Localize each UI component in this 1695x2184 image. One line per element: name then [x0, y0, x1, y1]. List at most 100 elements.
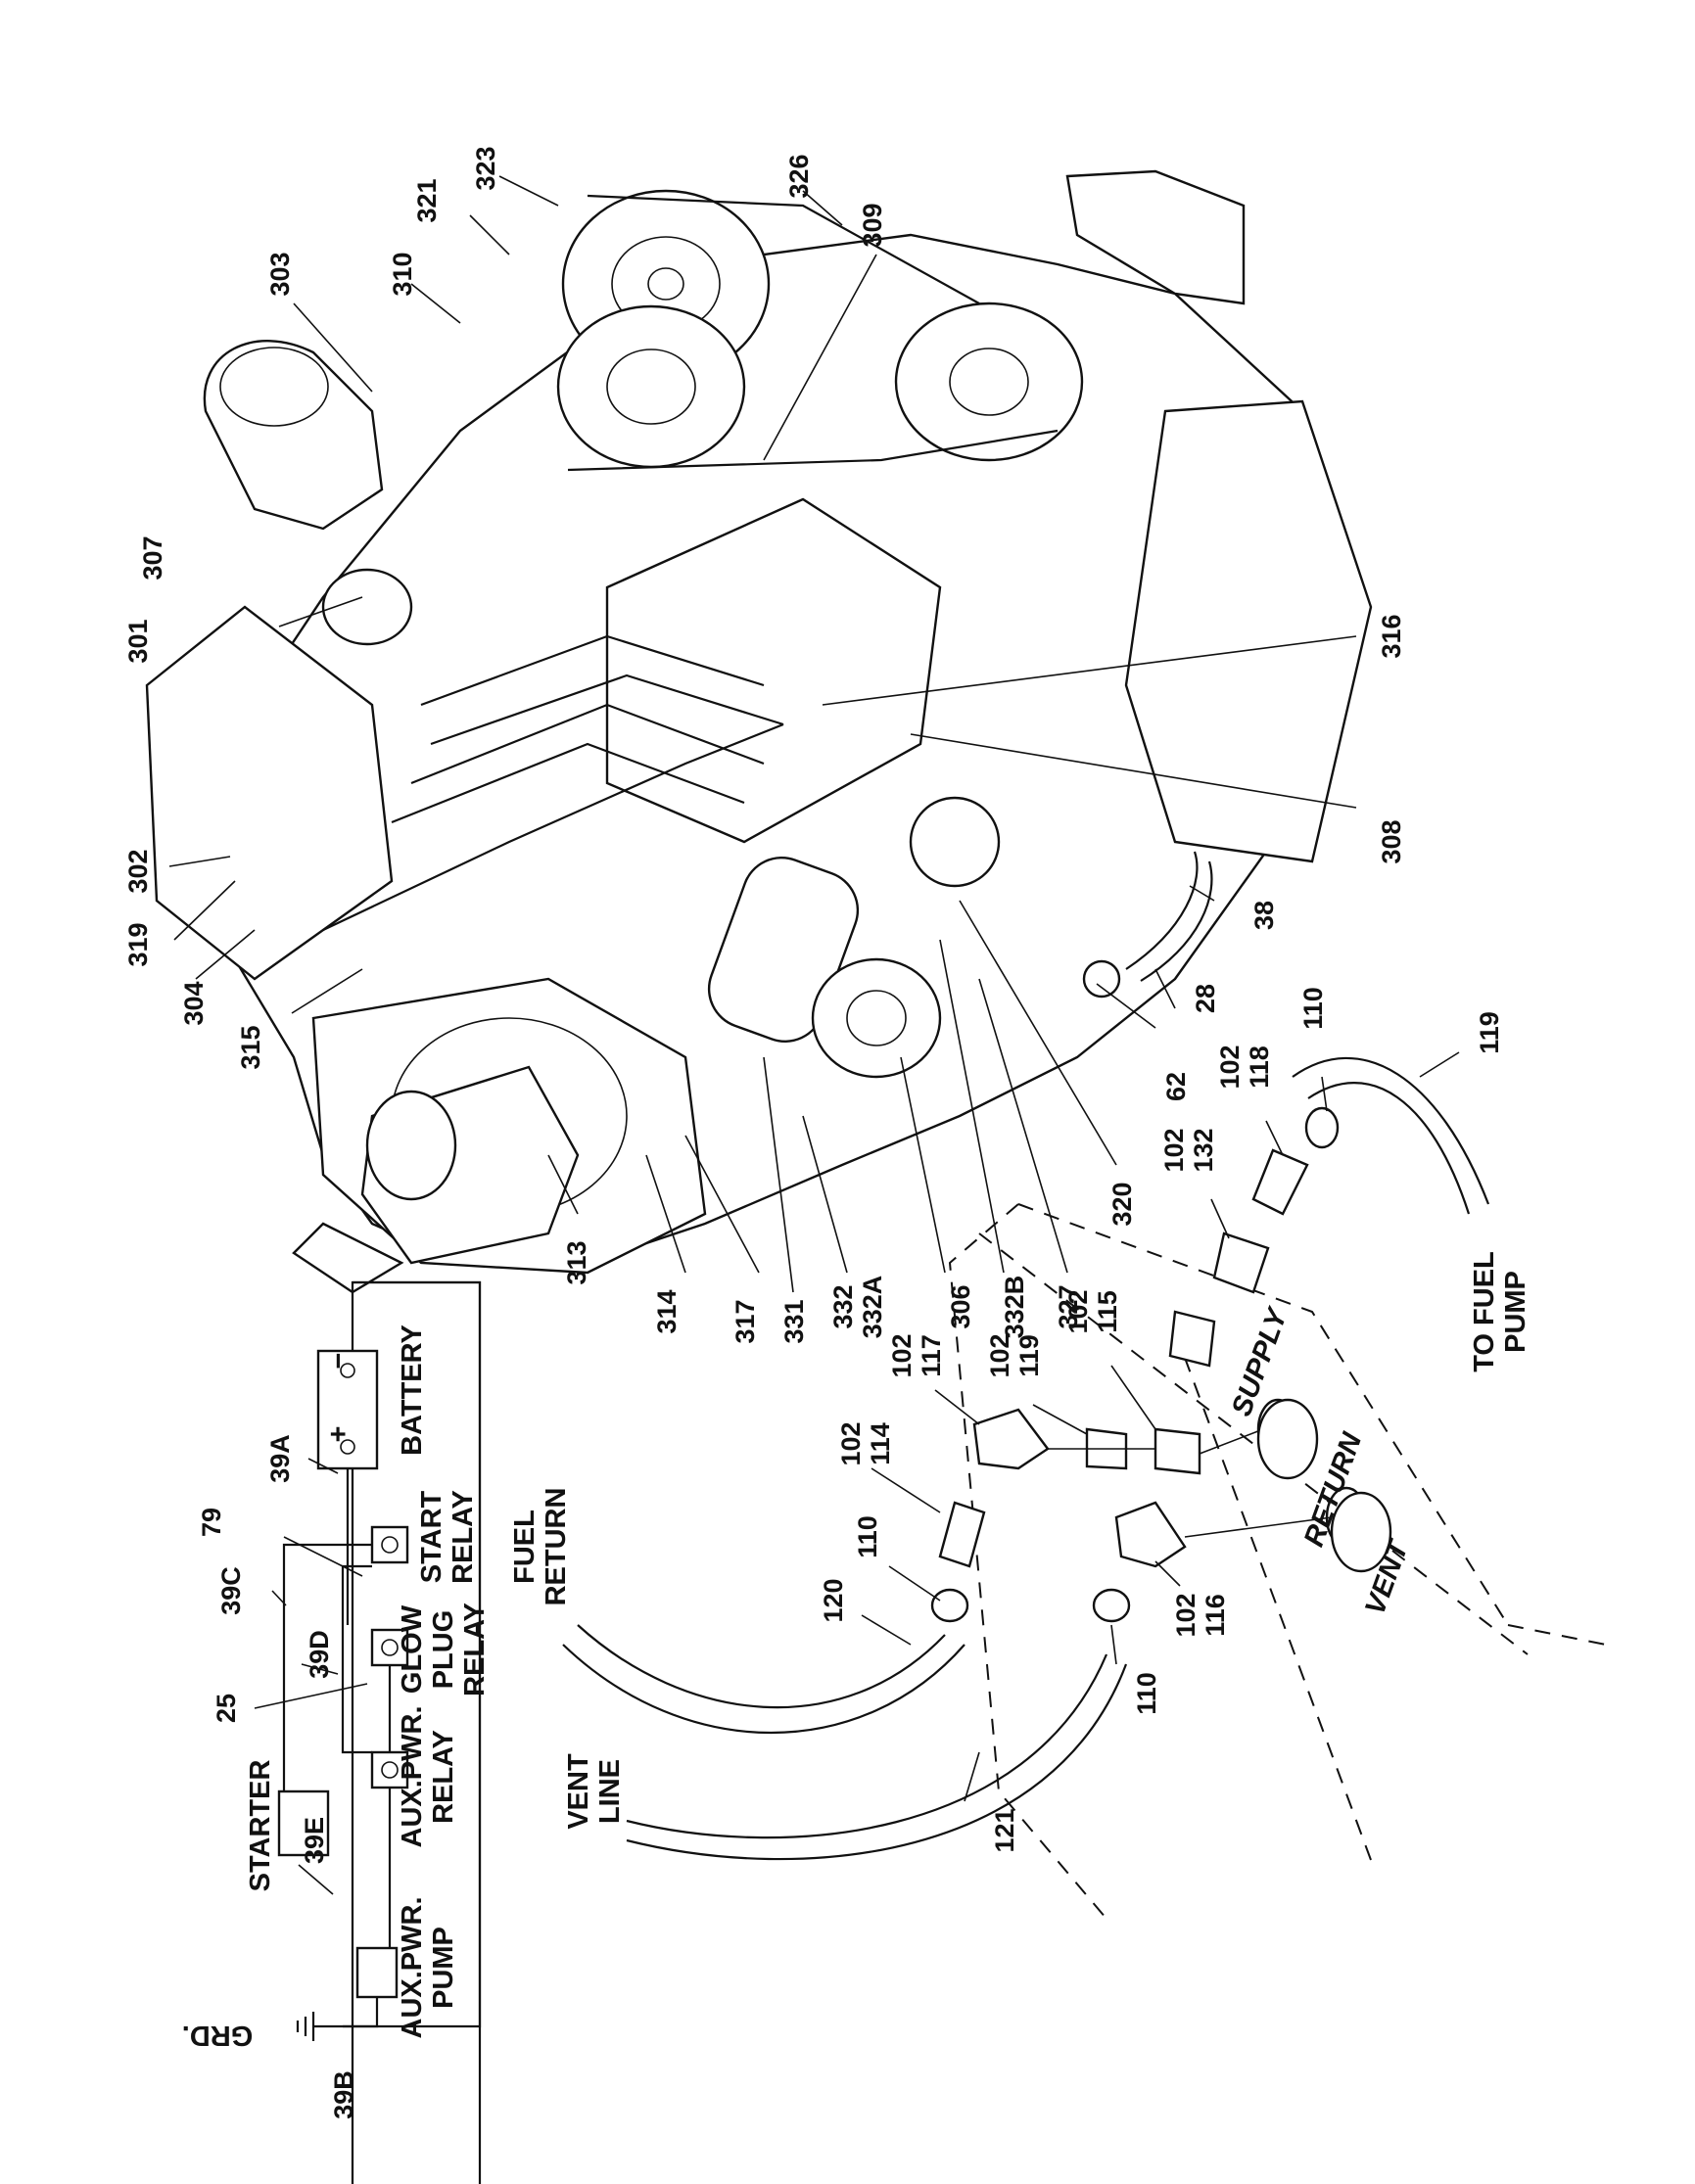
- callout-303: 303: [265, 252, 295, 296]
- callout-309: 309: [858, 203, 887, 247]
- callout-304: 304: [179, 981, 209, 1025]
- hose-clamp-vent: [1092, 1588, 1131, 1623]
- label-vent-line-line2: LINE: [594, 1759, 626, 1824]
- callout-302: 302: [123, 849, 153, 893]
- callout-102-f: 102: [836, 1421, 866, 1465]
- mounting-bracket-side: [1124, 399, 1373, 863]
- label-glow-plug-relay-line2: PLUG: [428, 1610, 459, 1690]
- callout-102-a: 102: [1215, 1045, 1245, 1089]
- hose-clamp-supply: [1304, 1106, 1340, 1149]
- callout-110-supply: 110: [1298, 987, 1328, 1030]
- callout-310: 310: [388, 252, 417, 296]
- label-aux-pwr-relay-line1: AUX.PWR.: [397, 1706, 428, 1848]
- callout-115: 115: [1093, 1290, 1122, 1333]
- wire-39B: [313, 1997, 379, 2028]
- label-grd: GRD.: [182, 2020, 254, 2051]
- oil-filler-cap: [321, 568, 413, 646]
- label-glow-plug-relay-line3: RELAY: [459, 1603, 491, 1696]
- callout-39D: 39D: [305, 1630, 334, 1679]
- callout-39A: 39A: [265, 1434, 295, 1483]
- injection-pump: [605, 497, 942, 844]
- label-battery: BATTERY: [397, 1324, 428, 1456]
- label-starter: STARTER: [245, 1760, 276, 1892]
- callout-119-hose: 119: [1475, 1011, 1504, 1054]
- supply-adapter: [1212, 1231, 1270, 1294]
- callout-308: 308: [1377, 819, 1406, 863]
- label-aux-pwr-pump-line2: PUMP: [428, 1927, 459, 2009]
- callout-39E: 39E: [300, 1817, 329, 1864]
- start-relay: [370, 1525, 409, 1564]
- callout-25: 25: [212, 1694, 241, 1723]
- vent-hose: [626, 1653, 1108, 1839]
- callout-321: 321: [412, 178, 442, 222]
- supply-nipple: [1251, 1148, 1309, 1216]
- callout-102-b: 102: [1159, 1128, 1189, 1172]
- callout-114: 114: [866, 1422, 895, 1465]
- fan-pulley: [556, 304, 746, 469]
- callout-102-e: 102: [887, 1333, 917, 1377]
- callout-307: 307: [138, 535, 167, 580]
- label-to-fuel-pump-line2: PUMP: [1500, 1271, 1531, 1353]
- callout-102-d: 102: [985, 1333, 1014, 1377]
- callout-62: 62: [1161, 1072, 1191, 1101]
- wiring-schematic: [277, 1280, 482, 2184]
- supply-hose: [1292, 1056, 1490, 1205]
- callout-306: 306: [946, 1284, 975, 1328]
- callout-332: 332: [828, 1284, 858, 1328]
- starter-box: [277, 1789, 330, 1857]
- label-fuel-return-line1: FUEL: [509, 1510, 541, 1584]
- callout-320: 320: [1107, 1182, 1137, 1226]
- callout-315: 315: [236, 1025, 265, 1069]
- return-line: [322, 722, 784, 931]
- label-glow-plug-relay-line1: GLOW: [397, 1604, 428, 1694]
- battery-minus-sign: −: [323, 1353, 354, 1370]
- callout-323: 323: [471, 146, 500, 190]
- aux-pwr-pump: [355, 1946, 399, 1999]
- callout-28: 28: [1191, 984, 1220, 1013]
- callout-332B: 332B: [1000, 1276, 1029, 1339]
- fuel-connections: [562, 1056, 1607, 1920]
- callout-319: 319: [123, 922, 153, 966]
- drain-hose: [1125, 851, 1199, 970]
- callout-313: 313: [562, 1240, 591, 1284]
- injector-lines: [391, 634, 784, 824]
- callout-117: 117: [917, 1334, 946, 1377]
- fuel-pump: [811, 957, 942, 1079]
- adapter-115: [1154, 1427, 1201, 1475]
- solenoid: [909, 796, 1001, 888]
- label-start-relay-line2: RELAY: [447, 1490, 479, 1584]
- callout-102-g: 102: [1171, 1593, 1201, 1637]
- label-aux-pwr-relay-line2: RELAY: [428, 1730, 459, 1824]
- crank-pulley: [894, 302, 1084, 462]
- callout-118: 118: [1245, 1046, 1274, 1089]
- elbow-117: [972, 1408, 1050, 1470]
- nipple-114: [938, 1501, 986, 1568]
- label-start-relay-line1: START: [416, 1490, 447, 1583]
- callout-119-reducer: 119: [1014, 1334, 1044, 1377]
- callout-116: 116: [1201, 1594, 1230, 1637]
- callout-110-vent: 110: [1132, 1672, 1161, 1715]
- callout-39B: 39B: [329, 2070, 358, 2119]
- fuel-return-hose: [577, 1624, 946, 1709]
- hose-clamp-return: [930, 1588, 969, 1623]
- glow-plug-relay: [370, 1628, 409, 1667]
- callout-132: 132: [1189, 1128, 1218, 1172]
- wire-39D: [341, 1564, 372, 1754]
- callout-301: 301: [123, 619, 153, 663]
- ground-symbol: [296, 2012, 315, 2041]
- callout-317: 317: [730, 1299, 760, 1343]
- callout-39C: 39C: [216, 1566, 246, 1615]
- mounting-bracket-right: [1065, 169, 1246, 305]
- callout-327: 327: [1054, 1284, 1083, 1328]
- callout-121: 121: [990, 1808, 1019, 1852]
- callout-314: 314: [652, 1289, 682, 1333]
- aux-pwr-relay: [370, 1750, 409, 1789]
- intake-elbow: [203, 340, 384, 531]
- callout-332A: 332A: [858, 1276, 887, 1339]
- callout-38: 38: [1249, 901, 1279, 930]
- valve-cover: [145, 605, 394, 981]
- drive-belt: [567, 194, 1059, 472]
- callout-numbers: 301 302 319 304 315 307 303 310 321 323 …: [123, 146, 1504, 2118]
- callout-331: 331: [779, 1299, 809, 1343]
